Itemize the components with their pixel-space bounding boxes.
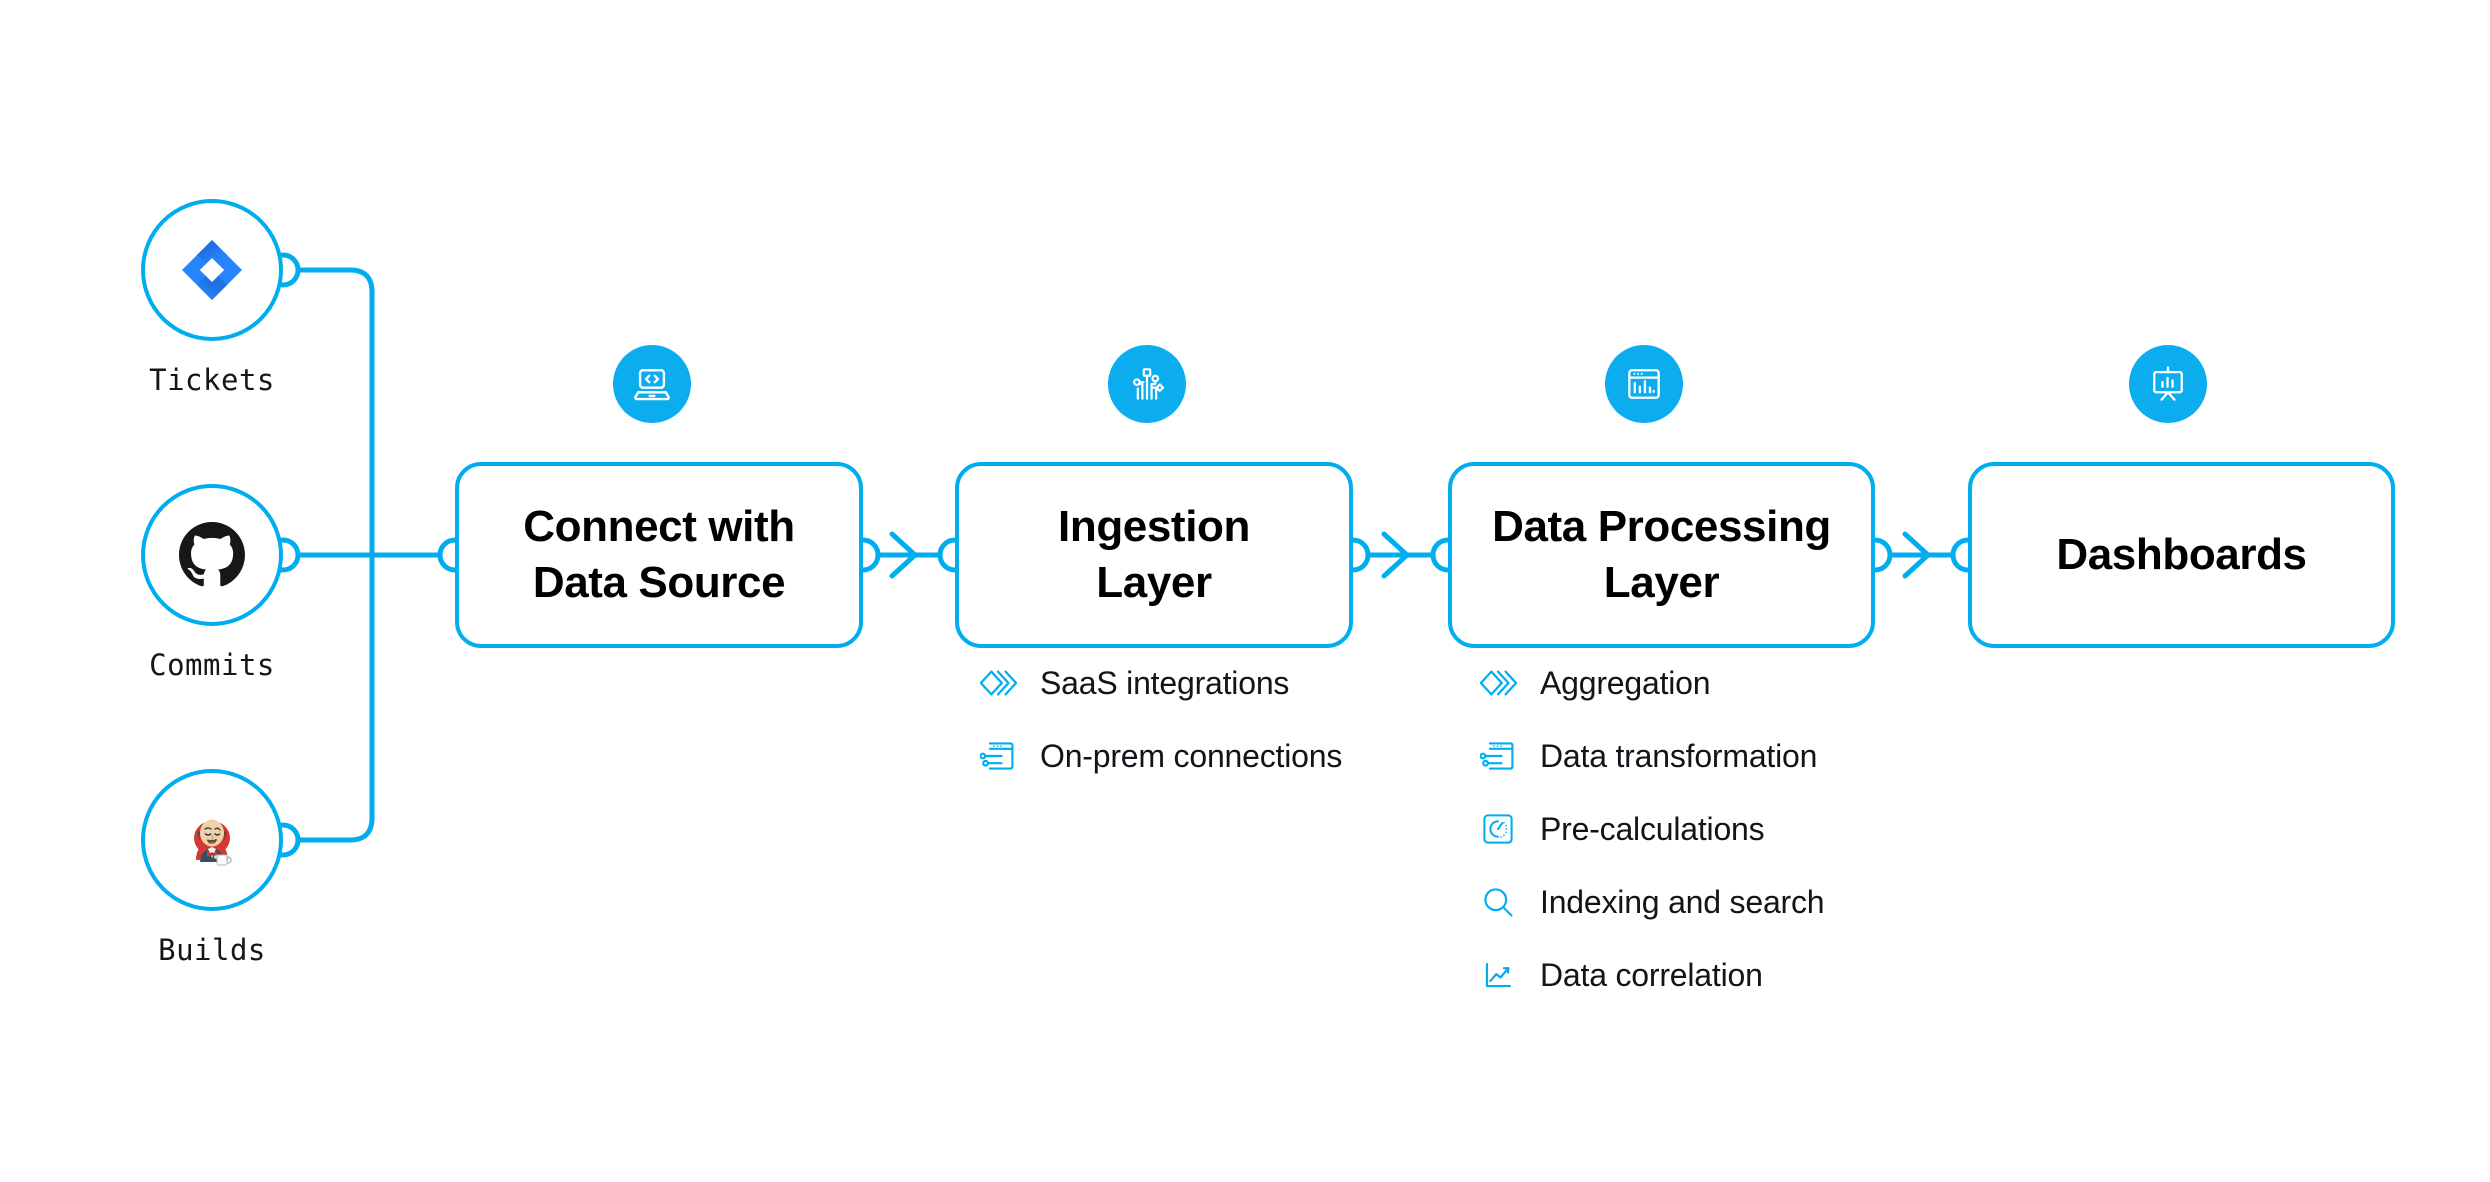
presentation-chart-icon	[2153, 366, 2183, 401]
laptop-code-icon	[634, 369, 670, 401]
source-circle-commits	[141, 484, 283, 626]
jira-icon	[182, 240, 242, 300]
arrowhead-2	[1381, 531, 1410, 579]
source-label-builds: Builds	[158, 933, 266, 967]
source-label-commits: Commits	[149, 648, 275, 682]
feature-item: Pre-calculations	[1478, 806, 1824, 852]
feature-item: Data correlation	[1478, 952, 1824, 998]
feature-item: Data transformation	[1478, 733, 1824, 779]
wire-tickets	[283, 267, 375, 543]
feature-label: Aggregation	[1540, 664, 1711, 701]
feature-item: SaaS integrations	[978, 660, 1342, 706]
feature-label: Indexing and search	[1540, 883, 1825, 920]
feature-label: On-prem connections	[1040, 737, 1343, 774]
stage-box-connect[interactable]: Connect with Data Source	[455, 462, 863, 648]
stage-title-ingestion: Ingestion Layer	[1058, 501, 1250, 607]
github-icon	[179, 522, 245, 587]
wire-builds	[283, 557, 375, 843]
magnifier-icon	[1478, 882, 1518, 922]
stacked-chevrons-icon	[978, 663, 1018, 703]
badge-ingestion	[1108, 345, 1186, 423]
source-node-builds[interactable]: Builds	[141, 769, 283, 967]
line-chart-icon	[1478, 955, 1518, 995]
source-node-tickets[interactable]: Tickets	[141, 199, 283, 397]
badge-processing	[1605, 345, 1683, 423]
arrowhead-1	[889, 531, 918, 579]
feature-label: Data transformation	[1540, 737, 1818, 774]
badge-dashboards	[2129, 345, 2207, 423]
feature-item: Indexing and search	[1478, 879, 1825, 925]
analytics-window-icon	[1628, 369, 1660, 399]
jenkins-icon	[194, 819, 232, 866]
stage-title-processing: Data Processing Layer	[1492, 501, 1831, 607]
source-label-tickets: Tickets	[149, 363, 275, 397]
source-circle-builds	[141, 769, 283, 911]
source-node-commits[interactable]: Commits	[141, 484, 283, 682]
feature-label: SaaS integrations	[1040, 664, 1290, 701]
arrowhead-3	[1902, 531, 1931, 579]
stage-title-connect: Connect with Data Source	[523, 501, 795, 607]
feature-label: Data correlation	[1540, 956, 1763, 993]
badge-connect	[613, 345, 691, 423]
feature-list-processing: Aggregation Data transformation	[1478, 660, 1825, 1025]
stage-box-ingestion[interactable]: Ingestion Layer	[955, 462, 1353, 648]
feature-label: Pre-calculations	[1540, 810, 1765, 847]
server-sliders-icon	[1478, 736, 1518, 776]
server-sliders-icon	[978, 736, 1018, 776]
stage-box-dashboards[interactable]: Dashboards	[1968, 462, 2395, 648]
source-circle-tickets	[141, 199, 283, 341]
feature-list-ingestion: SaaS integrations On-prem connections	[978, 660, 1342, 806]
stage-title-dashboards: Dashboards	[2056, 529, 2307, 579]
feature-item: On-prem connections	[978, 733, 1342, 779]
circuit-network-icon	[1133, 368, 1165, 400]
gauge-square-icon	[1478, 809, 1518, 849]
stage-box-processing[interactable]: Data Processing Layer	[1448, 462, 1875, 648]
stacked-chevrons-icon	[1478, 663, 1518, 703]
feature-item: Aggregation	[1478, 660, 1824, 706]
